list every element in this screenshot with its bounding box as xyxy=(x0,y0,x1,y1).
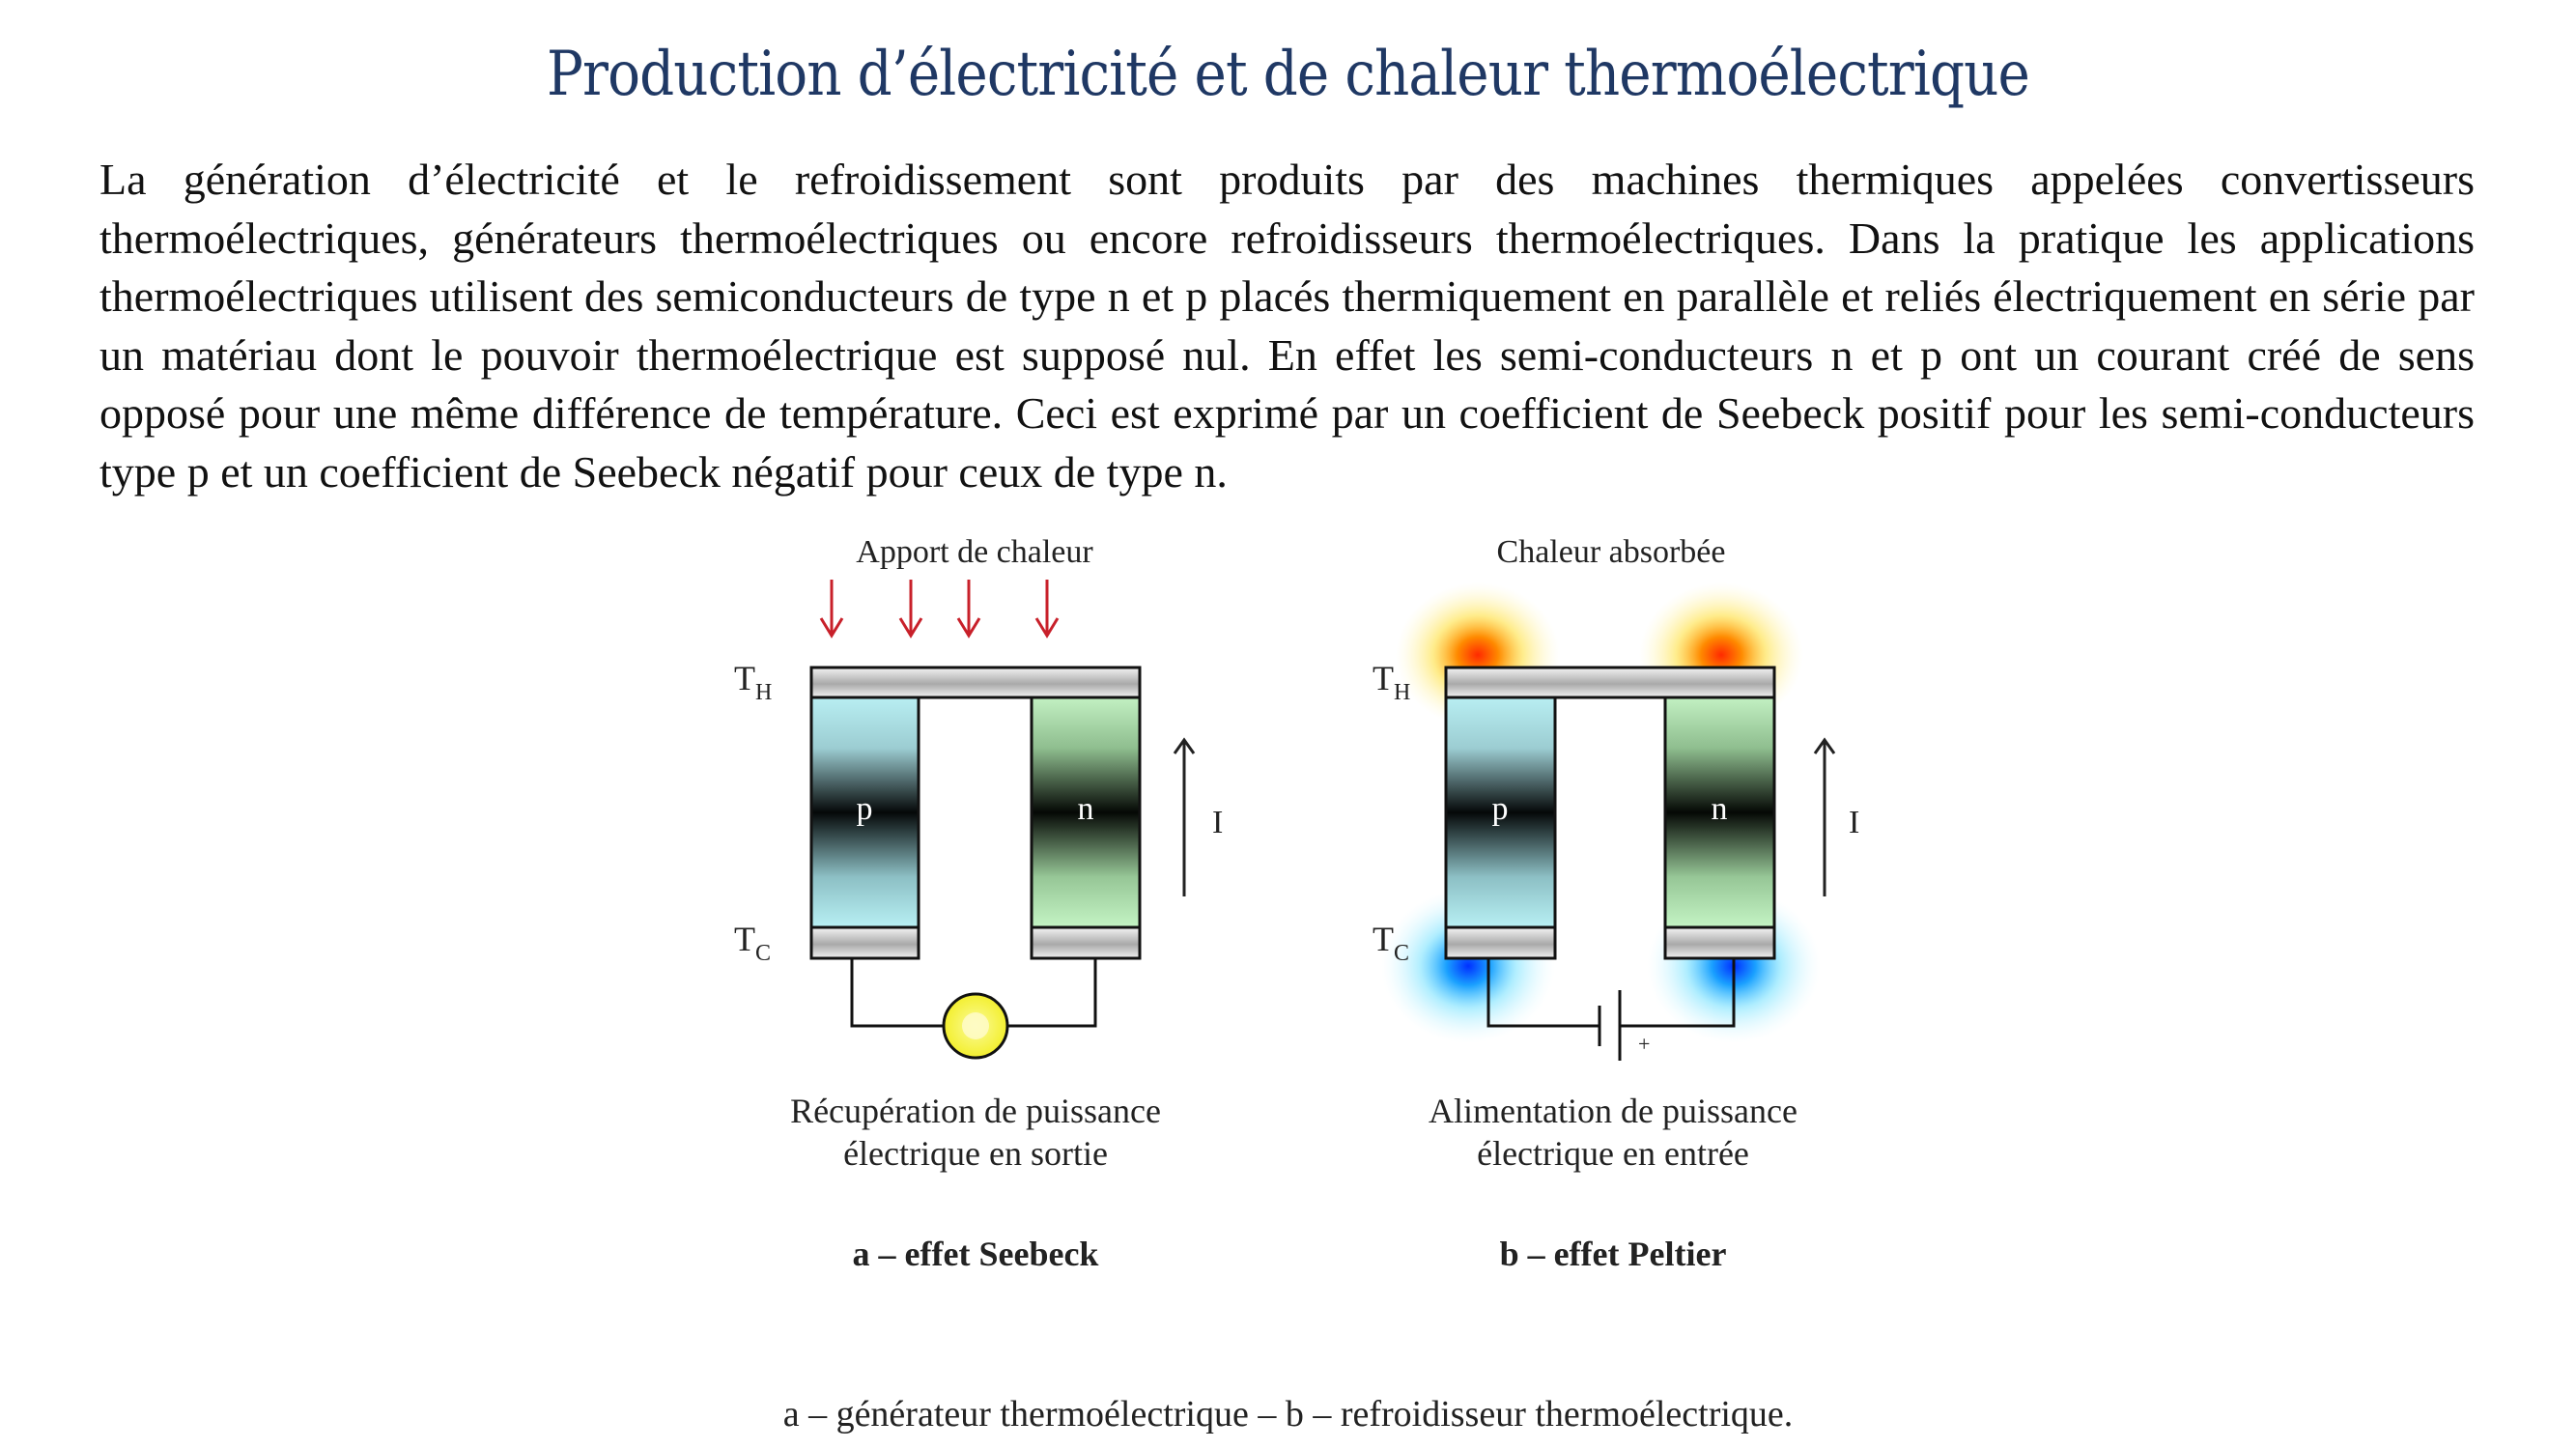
seebeck-caption-line1: Récupération de puissance xyxy=(790,1092,1161,1130)
peltier-caption-line2: électrique en entrée xyxy=(1477,1134,1749,1173)
figure-caption: a – générateur thermoélectrique – b – re… xyxy=(782,1394,1794,1435)
peltier-caption-line1: Alimentation de puissance xyxy=(1429,1092,1798,1130)
cold-junction-n xyxy=(1030,925,1142,960)
n-label: n xyxy=(1078,791,1094,827)
seebeck-th-label: TH xyxy=(734,659,772,705)
seebeck-title: a – effet Seebeck xyxy=(852,1235,1099,1273)
seebeck-top-label: Apport de chaleur xyxy=(856,534,1093,570)
peltier-top-label: Chaleur absorbée xyxy=(1497,534,1726,570)
page-title: Production d’électricité et de chaleur t… xyxy=(547,39,2030,110)
seebeck-caption-line2: électrique en sortie xyxy=(843,1134,1108,1173)
battery-icon xyxy=(1598,990,1622,1061)
current-arrow-icon xyxy=(1173,737,1196,896)
current-label: I xyxy=(1212,805,1223,840)
p-label: p xyxy=(1492,791,1509,827)
hot-junction-bar xyxy=(809,666,1142,699)
battery-plus-label: + xyxy=(1638,1032,1650,1056)
current-label: I xyxy=(1849,805,1859,840)
n-label: n xyxy=(1712,791,1728,827)
p-leg xyxy=(809,696,920,929)
p-label: p xyxy=(857,791,873,827)
seebeck-tc-label: TC xyxy=(734,920,771,966)
cold-junction-p xyxy=(1444,925,1557,960)
cold-junction-p xyxy=(809,925,920,960)
current-arrow-icon xyxy=(1813,737,1836,896)
peltier-diagram: Chaleur absorbée TH p n TC I + xyxy=(1373,534,1859,1061)
cold-junction-n xyxy=(1663,925,1776,960)
peltier-title: b – effet Peltier xyxy=(1499,1235,1727,1273)
light-bulb-icon xyxy=(942,992,1009,1060)
seebeck-diagram: Apport de chaleur TH p n TC I xyxy=(734,534,1223,1060)
peltier-th-label: TH xyxy=(1373,659,1410,705)
seebeck-caption: Récupération de puissance électrique en … xyxy=(734,1090,1217,1175)
p-leg xyxy=(1444,696,1557,929)
hot-junction-bar xyxy=(1444,666,1776,699)
peltier-tc-label: TC xyxy=(1373,920,1409,966)
body-paragraph: La génération d’électricité et le refroi… xyxy=(99,155,2475,497)
peltier-caption: Alimentation de puissance électrique en … xyxy=(1372,1090,1854,1175)
heat-arrow-icon xyxy=(819,580,1060,639)
